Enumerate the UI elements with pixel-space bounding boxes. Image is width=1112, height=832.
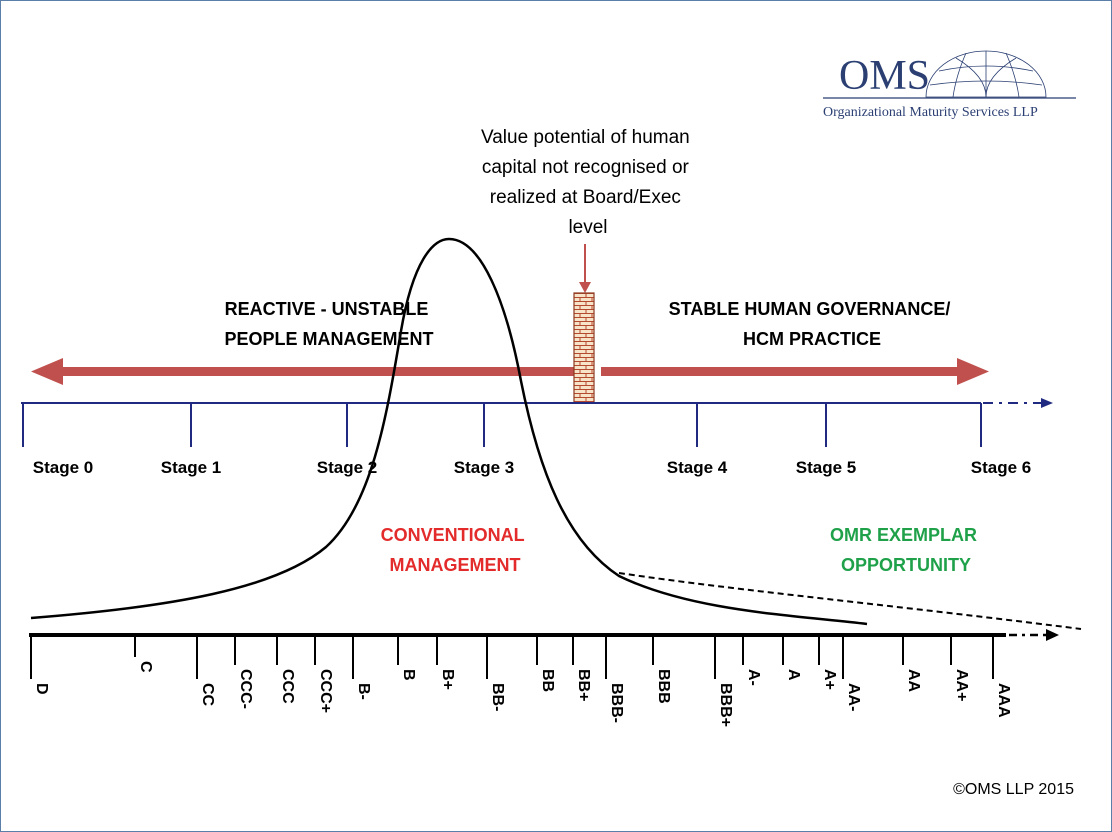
rating-label: AA+ (953, 669, 970, 701)
annotation-text: Value potential of human capital not rec… (481, 127, 695, 238)
stage-label: Stage 0 (33, 458, 93, 477)
rating-label: AA- (845, 683, 862, 711)
rating-label: BBB- (608, 683, 625, 723)
rating-label: CC (199, 683, 216, 707)
rating-label: D (33, 683, 50, 695)
rating-label: BBB+ (717, 683, 734, 727)
copyright-text: ©OMS LLP 2015 (953, 781, 1074, 798)
rating-label: AAA (995, 683, 1012, 718)
stage-label: Stage 3 (454, 458, 514, 477)
rating-label: CCC (279, 669, 296, 704)
rating-label: B (400, 669, 417, 681)
rating-label: B- (355, 683, 372, 700)
rating-label: CCC+ (317, 669, 334, 713)
logo-acronym: OMS (839, 53, 930, 99)
stage-label: Stage 4 (667, 458, 728, 477)
rating-label: A- (745, 669, 762, 686)
stage-label: Stage 1 (161, 458, 221, 477)
stage-ticks (22, 403, 982, 447)
stage-axis (21, 398, 1053, 408)
rating-label: A+ (821, 669, 838, 690)
rating-axis (29, 629, 1059, 641)
conventional-zone-label: CONVENTIONAL MANAGEMENT (381, 525, 530, 575)
exemplar-zone-label: OMR EXEMPLAR OPPORTUNITY (830, 525, 982, 575)
stable-zone-label: STABLE HUMAN GOVERNANCE/ HCM PRACTICE (669, 299, 956, 349)
annotation-pointer-arrow (579, 244, 591, 293)
stage-labels: Stage 0 Stage 1 Stage 2 Stage 3 Stage 4 Stage… (33, 458, 1031, 477)
logo-full-name: Organizational Maturity Services LLP (823, 105, 1038, 120)
maturity-double-arrow (31, 358, 989, 385)
stage-label: Stage 5 (796, 458, 856, 477)
rating-label: BB- (489, 683, 506, 711)
bell-curve (30, 237, 868, 626)
reactive-zone-label: REACTIVE - UNSTABLE PEOPLE MANAGEMENT (224, 299, 433, 349)
rating-label: C (137, 661, 154, 673)
stage-label: Stage 2 (317, 458, 377, 477)
rating-label: A (785, 669, 802, 681)
exemplar-dashed-curve (618, 572, 1082, 630)
oms-logo: OMS Organizational Maturity Services LLP (823, 50, 1076, 120)
rating-label: CCC- (237, 669, 254, 709)
rating-ticks (30, 635, 994, 679)
rating-label: BBB (655, 669, 672, 704)
rating-label: B+ (439, 669, 456, 690)
brick-wall (573, 292, 595, 404)
stage-label: Stage 6 (971, 458, 1031, 477)
rating-label: BB (539, 669, 556, 692)
rating-label: AA (905, 669, 922, 693)
globe-icon (925, 50, 1047, 98)
rating-label: BB+ (575, 669, 592, 701)
